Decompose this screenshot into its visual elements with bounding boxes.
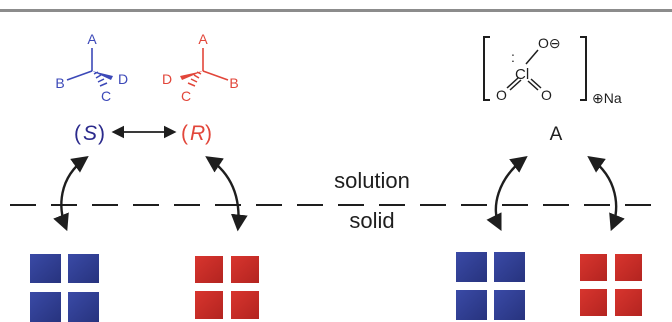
s-label-open: ( [74, 122, 81, 145]
solution-label: solution [334, 168, 410, 193]
crystal-block [30, 254, 61, 283]
wedge-bond [92, 71, 113, 80]
equilibrium-arrow-icon [486, 155, 528, 232]
crystal-block [30, 292, 61, 322]
oxygen-minus: O⊖ [538, 35, 561, 51]
oxygen-left: O [496, 87, 507, 103]
r-label-letter: R [190, 122, 205, 145]
crystal-block [231, 291, 259, 319]
s-atom-a: A [87, 31, 97, 47]
top-rule [0, 9, 672, 12]
right-bracket [580, 36, 587, 101]
crystal-block [494, 290, 525, 320]
r-atom-c: C [181, 88, 191, 104]
crystal-block [231, 256, 259, 283]
left-bracket [483, 36, 490, 101]
s-label-close: ) [98, 122, 105, 145]
crystal-block [615, 254, 642, 281]
crystal-a-blue [456, 252, 525, 320]
crystal-s-enantiomer [30, 254, 99, 322]
crystal-block [68, 254, 99, 283]
oxygen-right: O [541, 87, 552, 103]
hash-bond [93, 71, 108, 87]
crystal-block [195, 256, 223, 283]
s-label: ( S ) [74, 122, 105, 145]
equilibrium-arrow-icon [53, 156, 89, 232]
s-atom-b: B [55, 75, 64, 91]
crystal-a-red [580, 254, 642, 316]
crystal-block [456, 290, 487, 320]
crystal-block [615, 289, 642, 316]
crystal-block [456, 252, 487, 282]
chlorine-atom: Cl [515, 66, 529, 83]
compound-label: A [550, 124, 563, 145]
r-label-open: ( [181, 122, 188, 145]
crystal-block [195, 291, 223, 319]
r-label: ( R ) [181, 122, 212, 145]
s-label-letter: S [83, 122, 97, 145]
s-enantiomer: A B D C [55, 31, 128, 104]
equilibrium-arrow-icon [205, 156, 248, 232]
r-enantiomer: A D B C [162, 31, 239, 104]
crystal-block [494, 252, 525, 282]
r-atom-a: A [198, 31, 208, 47]
solid-label: solid [349, 208, 394, 233]
crystal-block [68, 292, 99, 322]
crystal-block [580, 254, 607, 281]
equilibrium-arrow-icon [587, 156, 625, 232]
hash-bond [187, 71, 202, 87]
crystal-block [580, 289, 607, 316]
lone-pair: : [511, 49, 515, 65]
sodium-counterion: ⊕Na [592, 90, 622, 106]
r-label-close: ) [205, 122, 212, 145]
s-atom-d: D [118, 71, 128, 87]
wedge-bond [180, 71, 203, 80]
crystal-r-enantiomer [195, 256, 259, 319]
s-atom-c: C [101, 88, 111, 104]
r-atom-d: D [162, 71, 172, 87]
r-atom-b: B [229, 75, 238, 91]
sodium-perchlorate: : Cl O⊖ O O ⊕Na [483, 35, 622, 106]
